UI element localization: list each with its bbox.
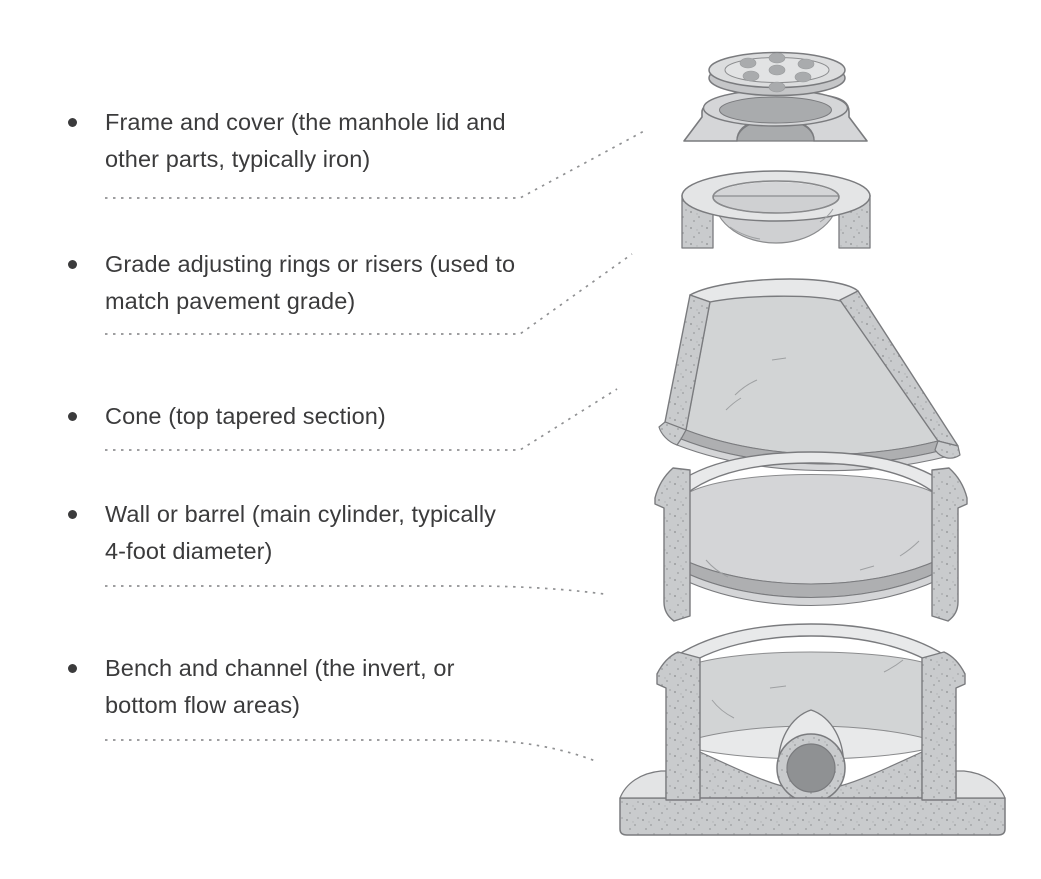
legend-label-frame-and-cover: Frame and cover (the manhole lid and oth…	[105, 109, 506, 172]
cone-illustration	[658, 278, 961, 472]
bench-and-channel-illustration	[619, 623, 1006, 836]
legend-label-grade-adjusting-ring: Grade adjusting rings or risers (used to…	[105, 251, 516, 314]
legend-label-bench-and-channel: Bench and channel (the invert, or bottom…	[105, 655, 455, 718]
bullet-icon	[68, 260, 77, 269]
base-slab	[619, 797, 1006, 836]
cover-vent-holes	[739, 52, 815, 93]
bullet-icon	[68, 510, 77, 519]
leader-lines	[105, 129, 647, 763]
legend-item-cone: Cone (top tapered section)	[68, 398, 548, 435]
legend-label-wall-or-barrel: Wall or barrel (main cylinder, typically…	[105, 501, 496, 564]
legend-label-cone: Cone (top tapered section)	[105, 403, 386, 429]
legend-item-grade-adjusting-ring: Grade adjusting rings or risers (used to…	[68, 246, 548, 320]
connector-line-grade-adjusting-ring	[105, 253, 633, 335]
connector-line-cone	[105, 388, 618, 451]
legend-item-wall-or-barrel: Wall or barrel (main cylinder, typically…	[68, 496, 548, 570]
bullet-icon	[68, 664, 77, 673]
manhole-cover	[708, 51, 846, 97]
bullet-icon	[68, 412, 77, 421]
wall-or-barrel-illustration	[654, 451, 968, 622]
connector-line-wall-or-barrel	[105, 585, 605, 595]
frame-and-cover-illustration	[683, 51, 868, 142]
connector-line-bench-and-channel	[105, 739, 599, 763]
pipe-opening	[786, 743, 836, 793]
bullet-icon	[68, 118, 77, 127]
legend-item-frame-and-cover: Frame and cover (the manhole lid and oth…	[68, 104, 548, 178]
connector-line-frame-and-cover	[105, 129, 647, 199]
legend-item-bench-and-channel: Bench and channel (the invert, or bottom…	[68, 650, 548, 724]
grade-adjusting-ring-illustration	[681, 170, 871, 249]
